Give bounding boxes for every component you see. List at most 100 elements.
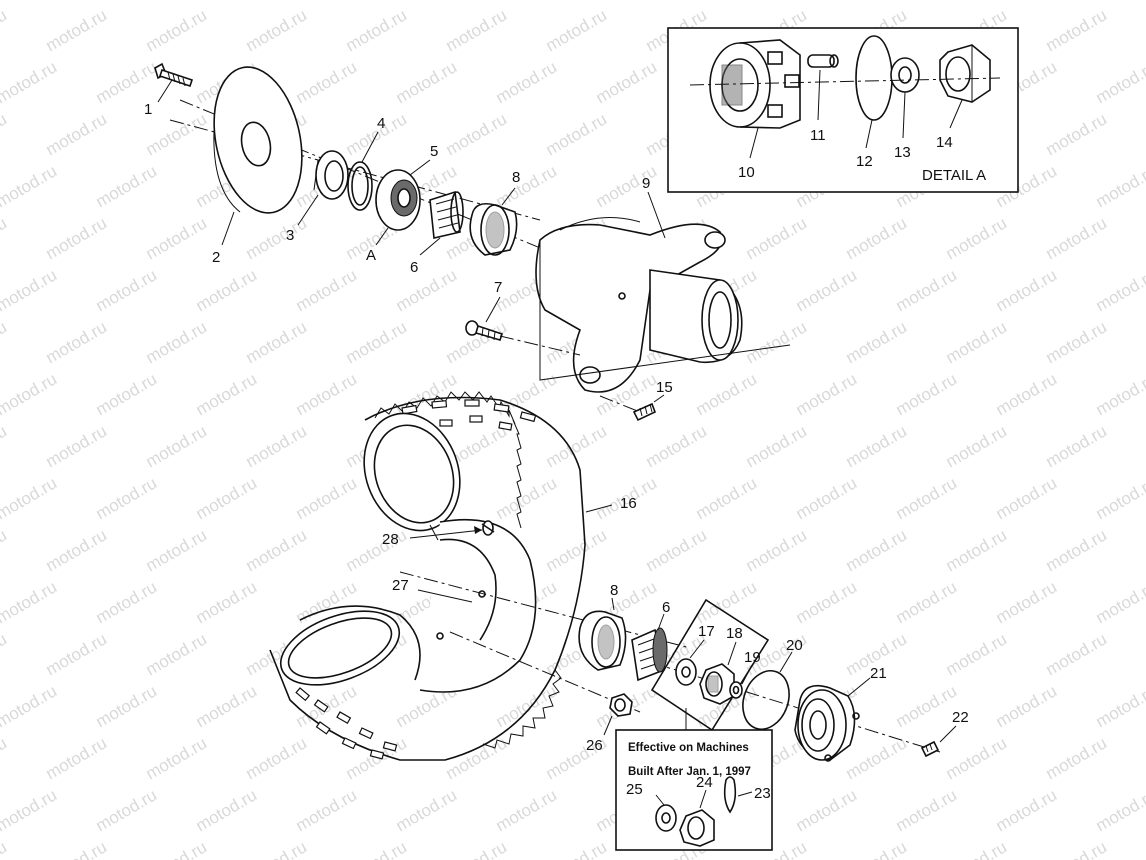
watermark-text: motod.ru	[1043, 109, 1111, 159]
watermark-text: motod.ru	[1043, 421, 1111, 471]
callout-21: 21	[870, 665, 887, 682]
watermark-text: motod.ru	[693, 577, 761, 627]
watermark-text: motod.ru	[843, 213, 911, 263]
watermark-text: motod.ru	[143, 317, 211, 367]
watermark-text: motod.ru	[0, 681, 60, 731]
watermark-text: motod.ru	[743, 213, 811, 263]
callout-23: 23	[754, 785, 771, 802]
watermark-text: motod.ru	[93, 681, 161, 731]
watermark-text: motod.ru	[43, 837, 111, 860]
watermark-text: motod.ru	[143, 629, 211, 679]
watermark-text: motod.ru	[793, 369, 861, 419]
detail-a-box: 10 11 12 13 14 DETAIL A	[667, 27, 1019, 193]
watermark-text: motod.ru	[93, 161, 161, 211]
watermark-text: motod.ru	[493, 473, 561, 523]
watermark-text: motod.ru	[93, 57, 161, 107]
watermark-text: motod.ru	[443, 5, 511, 55]
callout-18: 18	[726, 625, 743, 642]
callout-5: 5	[430, 143, 438, 160]
watermark-text: motod.ru	[793, 473, 861, 523]
watermark-text: motod.ru	[1143, 213, 1146, 263]
watermark-text: motod.ru	[993, 577, 1061, 627]
watermark-text: motod.ru	[1093, 369, 1146, 419]
callout-24: 24	[696, 774, 713, 791]
watermark-text: motod.ru	[793, 0, 861, 3]
watermark-text: motod.ru	[43, 213, 111, 263]
part-8-race-lower	[578, 610, 627, 671]
callout-13: 13	[894, 144, 911, 161]
watermark-text: motod.ru	[0, 421, 10, 471]
watermark-text: motod.ru	[93, 785, 161, 835]
watermark-text: motod.ru	[893, 0, 961, 3]
watermark-text: motod.ru	[843, 733, 911, 783]
detail-a-title: DETAIL A	[922, 167, 986, 184]
callout-27: 27	[392, 577, 409, 594]
note-line-1: Effective on Machines	[628, 742, 749, 754]
watermark-text: motod.ru	[1043, 317, 1111, 367]
callout-17: 17	[698, 623, 715, 640]
watermark-text: motod.ru	[843, 837, 911, 860]
watermark-text: motod.ru	[543, 109, 611, 159]
watermark-text: motod.ru	[543, 5, 611, 55]
watermark-text: motod.ru	[1143, 837, 1146, 860]
part-19-small-washer	[729, 681, 743, 699]
watermark-text: motod.ru	[993, 265, 1061, 315]
watermark-text: motod.ru	[493, 0, 561, 3]
watermark-text: motod.ru	[193, 473, 261, 523]
watermark-text: motod.ru	[243, 837, 311, 860]
watermark-text: motod.ru	[893, 369, 961, 419]
watermark-text: motod.ru	[0, 57, 60, 107]
part-27-wheel-rim	[279, 412, 537, 693]
watermark-text: motod.ru	[143, 213, 211, 263]
watermark-text: motod.ru	[1143, 525, 1146, 575]
watermark-text: motod.ru	[543, 421, 611, 471]
part-4-snap-ring	[347, 161, 373, 211]
callout-15: 15	[656, 379, 673, 396]
watermark-text: motod.ru	[143, 837, 211, 860]
callout-2: 2	[212, 249, 220, 266]
part-20-o-ring	[742, 670, 790, 730]
watermark-text: motod.ru	[943, 213, 1011, 263]
callout-a: A	[366, 247, 376, 264]
watermark-text: motod.ru	[1043, 5, 1111, 55]
watermark-text: motod.ru	[443, 837, 511, 860]
watermark-text: motod.ru	[743, 317, 811, 367]
watermark-text: motod.ru	[1143, 421, 1146, 471]
watermark-text: motod.ru	[0, 837, 10, 860]
watermark-text: motod.ru	[343, 5, 411, 55]
callout-9: 9	[642, 175, 650, 192]
watermark-text: motod.ru	[793, 577, 861, 627]
watermark-text: motod.ru	[693, 473, 761, 523]
part-17-washer	[675, 658, 697, 686]
watermark-text: motod.ru	[43, 421, 111, 471]
effective-note-box: Effective on Machines Built After Jan. 1…	[615, 729, 773, 851]
watermark-text: motod.ru	[43, 5, 111, 55]
watermark-text: motod.ru	[0, 0, 60, 3]
watermark-text: motod.ru	[43, 733, 111, 783]
watermark-text: motod.ru	[1093, 161, 1146, 211]
watermark-text: motod.ru	[0, 161, 60, 211]
callout-7: 7	[494, 279, 502, 296]
watermark-text: motod.ru	[0, 785, 60, 835]
part-8-race-upper	[469, 202, 518, 256]
watermark-text: motod.ru	[1043, 629, 1111, 679]
watermark-text: motod.ru	[0, 369, 60, 419]
watermark-text: motod.ru	[293, 785, 361, 835]
watermark-text: motod.ru	[343, 317, 411, 367]
callout-12: 12	[856, 153, 873, 170]
watermark-text: motod.ru	[193, 0, 261, 3]
watermark-text: motod.ru	[293, 265, 361, 315]
watermark-text: motod.ru	[793, 265, 861, 315]
callout-6-lower: 6	[662, 599, 670, 616]
watermark-text: motod.ru	[1143, 317, 1146, 367]
watermark-text: motod.ru	[843, 317, 911, 367]
callout-3: 3	[286, 227, 294, 244]
watermark-text: motod.ru	[1093, 577, 1146, 627]
watermark-text: motod.ru	[1043, 525, 1111, 575]
watermark-text: motod.ru	[893, 577, 961, 627]
watermark-text: motod.ru	[243, 525, 311, 575]
part-26-lug-nut	[609, 693, 633, 717]
watermark-text: motod.ru	[593, 0, 661, 3]
subassembly-frame	[650, 598, 770, 732]
watermark-text: motod.ru	[43, 109, 111, 159]
